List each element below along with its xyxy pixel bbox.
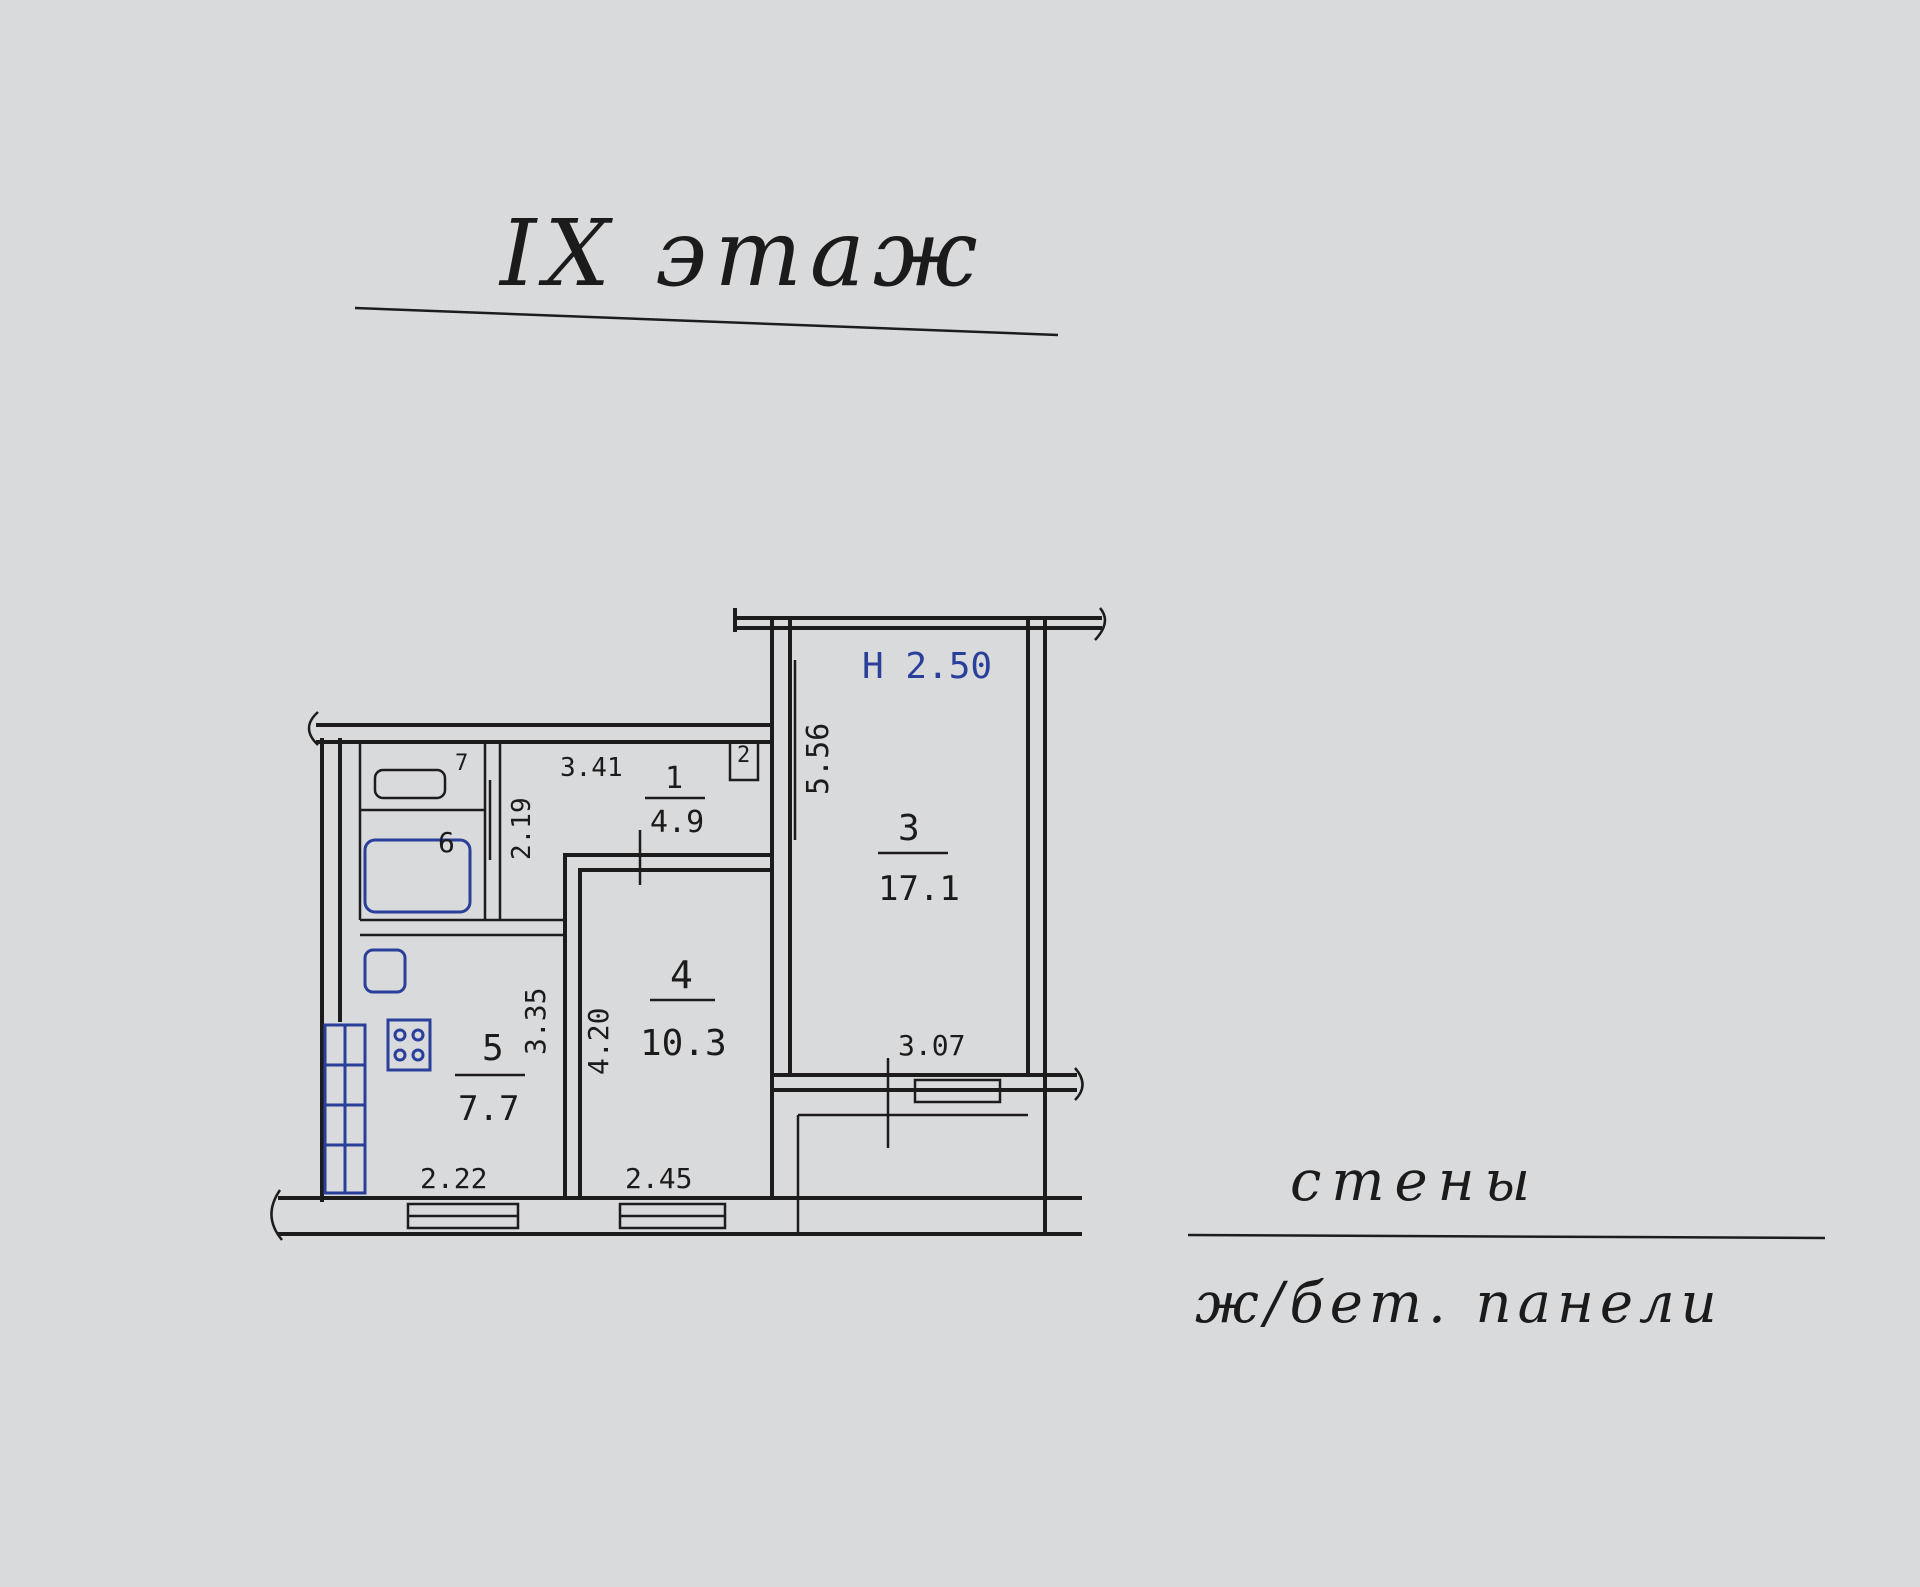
room-area: 4.9 xyxy=(650,805,704,840)
legend-walls-label: стены xyxy=(1290,1149,1540,1214)
dimension-label: 5.56 xyxy=(801,723,836,795)
room-area: 17.1 xyxy=(878,869,960,909)
room-2: 2 xyxy=(728,740,760,782)
ceiling-height-label: H 2.50 xyxy=(862,646,992,687)
room-5: 5 7.7 xyxy=(455,1028,525,1129)
legend: стены ж/бет. панели xyxy=(1187,1149,1826,1336)
dimension-label: 4.20 xyxy=(582,1008,615,1075)
dimension-label: 3.35 xyxy=(519,988,552,1055)
dimension-label: 2.19 xyxy=(507,797,537,860)
room-number: 2 xyxy=(737,743,750,768)
room-number: 4 xyxy=(670,953,693,997)
title-underline xyxy=(354,306,1059,337)
room-4: 4 10.3 xyxy=(640,953,727,1064)
room-number: 6 xyxy=(438,826,455,859)
dimension-label: 2.22 xyxy=(420,1162,487,1195)
room-number: 5 xyxy=(482,1028,504,1069)
dimension-label: 3.41 xyxy=(560,753,623,783)
room-number: 1 xyxy=(665,761,683,796)
room-number: 7 xyxy=(455,751,468,776)
dimensions: 3.41 2.19 5.56 3.35 4.20 3.07 2.22 2.45 xyxy=(420,723,965,1195)
walls xyxy=(270,607,1107,1241)
room-area: 7.7 xyxy=(458,1089,519,1129)
fixtures xyxy=(323,768,472,1195)
room-area: 10.3 xyxy=(640,1023,727,1064)
room-1: 1 4.9 xyxy=(645,761,705,840)
dimension-label: 3.07 xyxy=(898,1029,965,1062)
room-number: 3 xyxy=(898,808,920,849)
legend-material-label: ж/бет. панели xyxy=(1195,1271,1723,1336)
room-7: 7 xyxy=(455,751,468,776)
legend-divider xyxy=(1187,1233,1826,1240)
room-3: 3 17.1 xyxy=(878,808,960,909)
dimension-label: 2.45 xyxy=(625,1162,692,1195)
floor-title: IX этаж xyxy=(498,200,985,307)
room-6: 6 xyxy=(438,826,455,859)
